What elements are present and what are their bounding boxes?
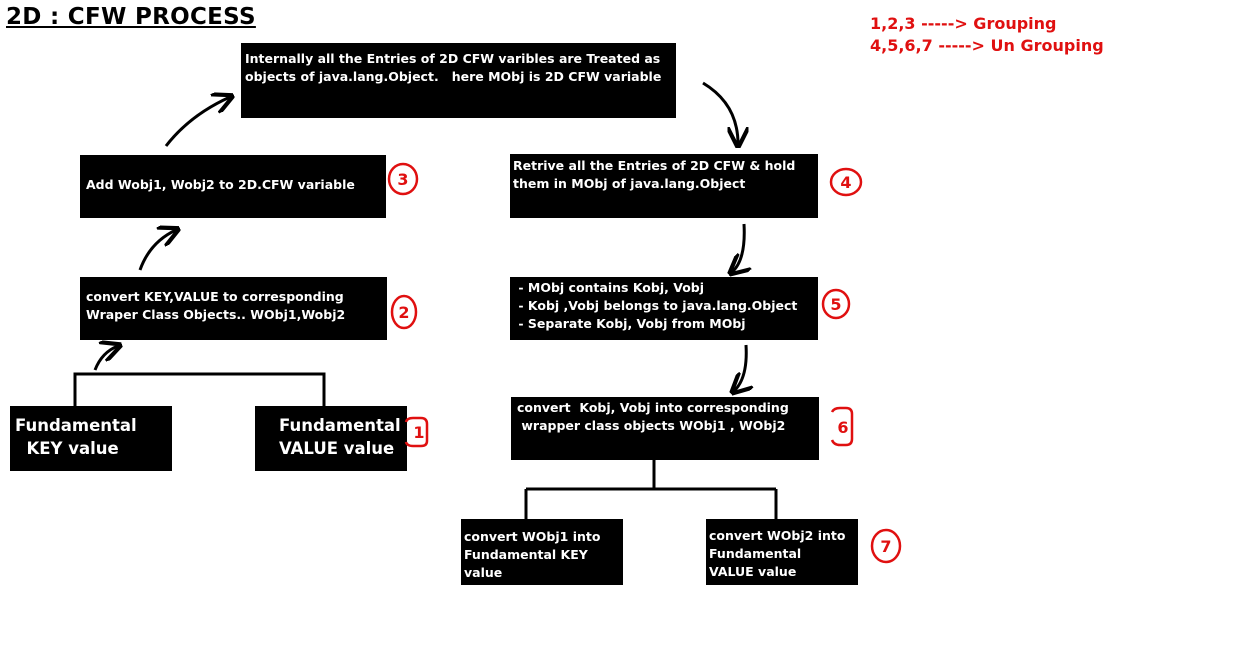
box-wobj1-line-2: Fundamental KEY [464, 547, 588, 562]
badge-3 [387, 162, 419, 196]
badge-2 [390, 294, 418, 330]
box-convert-kobj-vobj: convert Kobj, Vobj into corresponding wr… [511, 397, 819, 460]
box-fundamental-key: Fundamental KEY value [10, 406, 172, 471]
box-fundamental-value-line-1: Fundamental [279, 416, 401, 435]
box-mobj-line-3: - Separate Kobj, Vobj from MObj [514, 316, 746, 331]
box-convert-wrapper: convert KEY,VALUE to corresponding Wrape… [80, 277, 387, 340]
page-title: 2D : CFW PROCESS [6, 4, 256, 30]
split-connector [524, 460, 778, 519]
box-fundamental-key-line-1: Fundamental [15, 416, 137, 435]
bracket-fundamentals [73, 372, 326, 406]
box-convert-kv-line-1: convert Kobj, Vobj into corresponding [517, 400, 789, 415]
box-add-wobj: Add Wobj1, Wobj2 to 2D.CFW variable [80, 155, 386, 218]
box-retrive-entries: Retrive all the Entries of 2D CFW & hold… [510, 154, 818, 218]
box-fundamental-value: Fundamental VALUE value [255, 406, 407, 471]
step-number-3: 3 [397, 170, 408, 189]
step-number-6: 6 [837, 418, 848, 437]
badge-1 [404, 416, 429, 448]
badge-6 [830, 406, 854, 447]
step-number-4: 4 [840, 173, 851, 192]
badge-4 [829, 167, 863, 197]
step-number-1: 1 [413, 423, 424, 442]
legend-grouping: 1,2,3 -----> Grouping [870, 14, 1057, 33]
step-number-2: 2 [398, 303, 409, 322]
arrow-to-convert-kv [734, 344, 746, 391]
arrow-to-internal [164, 97, 230, 147]
badge-7 [870, 528, 902, 564]
box-internal-entries: Internally all the Entries of 2D CFW var… [241, 43, 676, 118]
box-convert-kv-line-2: wrapper class objects WObj1 , WObj2 [517, 418, 786, 433]
arrow-to-convert-wrapper [93, 346, 118, 371]
box-retrive-line-2: them in MObj of java.lang.Object [513, 176, 746, 191]
box-fundamental-value-line-2: VALUE value [279, 439, 395, 458]
box-convert-wobj1: convert WObj1 into Fundamental KEY value [461, 519, 623, 585]
box-mobj-contents: - MObj contains Kobj, Vobj - Kobj ,Vobj … [510, 277, 818, 340]
box-add-line-1: Add Wobj1, Wobj2 to 2D.CFW variable [86, 177, 355, 192]
arrow-to-add-wobj [138, 230, 176, 271]
badge-5 [821, 288, 851, 320]
box-fundamental-key-line-2: KEY value [15, 439, 119, 458]
arrow-to-mobj [732, 223, 744, 272]
box-convert-wrapper-line-2: Wraper Class Objects.. WObj1,Wobj2 [86, 307, 346, 322]
box-mobj-line-1: - MObj contains Kobj, Vobj [514, 280, 705, 295]
step-number-5: 5 [830, 295, 841, 314]
legend-ungrouping: 4,5,6,7 -----> Un Grouping [870, 36, 1104, 55]
box-internal-line-2: objects of java.lang.Object. here MObj i… [245, 69, 662, 84]
box-wobj1-line-3: value [464, 565, 503, 580]
box-mobj-line-2: - Kobj ,Vobj belongs to java.lang.Object [514, 298, 798, 313]
box-wobj2-line-2: Fundamental [709, 546, 802, 561]
box-internal-line-1: Internally all the Entries of 2D CFW var… [245, 51, 661, 66]
box-wobj2-line-3: VALUE value [709, 564, 797, 579]
box-wobj2-line-1: convert WObj2 into [709, 528, 846, 543]
step-number-7: 7 [880, 537, 891, 556]
box-retrive-line-1: Retrive all the Entries of 2D CFW & hold [513, 158, 796, 173]
arrow-to-retrive [702, 81, 738, 144]
box-convert-wobj2: convert WObj2 into Fundamental VALUE val… [706, 519, 858, 585]
box-wobj1-line-1: convert WObj1 into [464, 529, 601, 544]
legend: 1,2,3 -----> Grouping 4,5,6,7 -----> Un … [870, 13, 1104, 57]
box-convert-wrapper-line-1: convert KEY,VALUE to corresponding [86, 289, 344, 304]
